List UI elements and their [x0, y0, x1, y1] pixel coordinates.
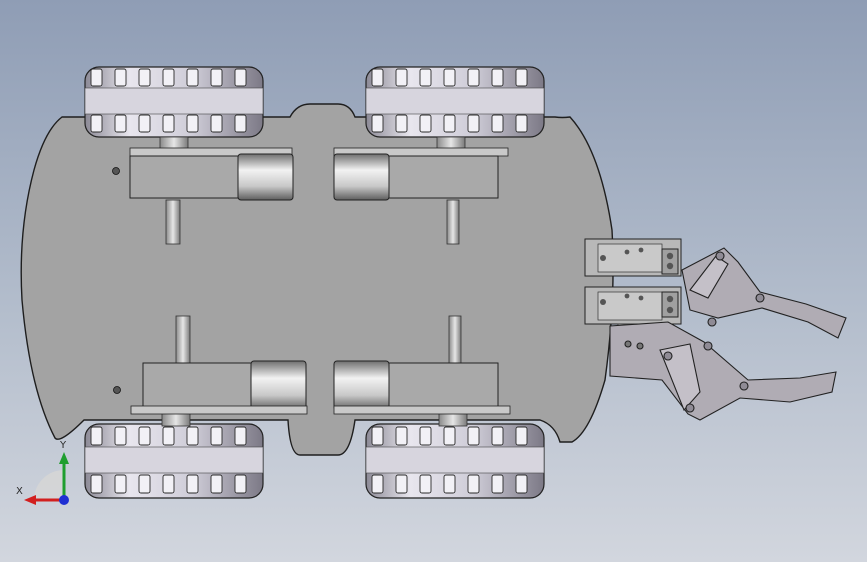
triad-x-label: X [16, 486, 23, 497]
wheel-front-right[interactable] [365, 66, 545, 138]
wheel-rear-right[interactable] [365, 423, 545, 499]
gear-motor-bottom-right[interactable] [333, 360, 511, 415]
gripper-claw-upper[interactable] [681, 247, 847, 339]
wheel-rear-left[interactable] [84, 423, 264, 499]
gear-motor-top-right[interactable] [333, 147, 509, 201]
chassis-plate[interactable] [20, 103, 614, 456]
gripper-mount[interactable] [584, 238, 682, 353]
gear-motor-bottom-left[interactable] [130, 360, 308, 415]
axle-shafts [159, 136, 468, 427]
mount-hole-bottom-left [113, 386, 121, 394]
wheel-front-left[interactable] [84, 66, 264, 138]
gripper-claw-lower[interactable] [609, 321, 837, 421]
gear-motor-top-left[interactable] [129, 147, 294, 201]
mount-hole-top-left [112, 167, 120, 175]
triad-y-label: Y [60, 440, 67, 451]
coordinate-triad-icon [24, 452, 69, 505]
